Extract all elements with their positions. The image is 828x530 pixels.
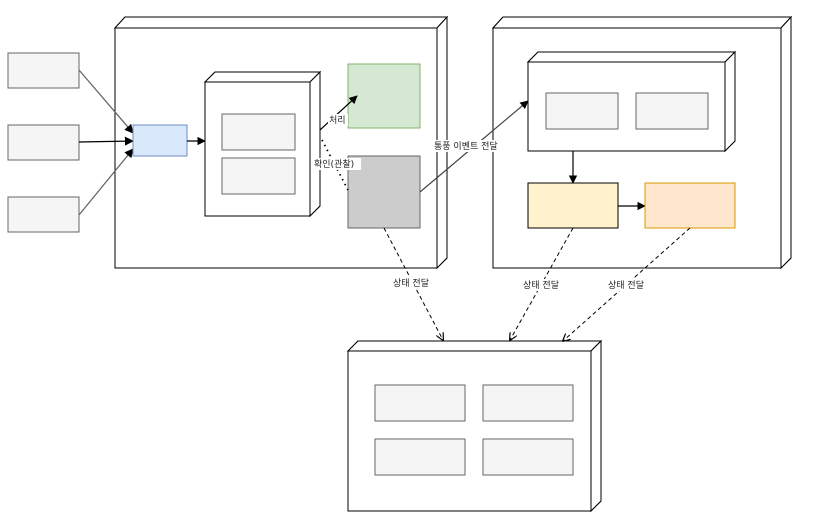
edge-input-3 <box>78 148 134 216</box>
label-state-forward-3: 상태 전달 <box>608 279 644 291</box>
inner-component-a <box>203 70 322 218</box>
label-observe: 확인(관찰) <box>314 158 354 170</box>
edge-input-1 <box>78 69 134 134</box>
input-node-1 <box>7 52 80 89</box>
container-c <box>346 339 603 513</box>
label-event-forward: 통풍 이벤트 전달 <box>434 140 498 152</box>
edge-process <box>319 95 358 131</box>
inner-item-b1 <box>545 92 619 130</box>
output-node <box>644 182 736 229</box>
label-state-forward-1: 상태 전달 <box>393 277 429 289</box>
label-state-forward-2: 상태 전달 <box>523 279 559 291</box>
gateway-node <box>132 124 188 157</box>
inner-item-b2 <box>635 92 709 130</box>
label-process: 처리 <box>329 114 346 126</box>
process-target-node <box>347 63 421 129</box>
inner-component-b <box>526 50 737 153</box>
state-item-3 <box>374 438 466 476</box>
state-item-2 <box>482 384 574 422</box>
inner-item-a1 <box>221 113 296 151</box>
state-item-4 <box>482 438 574 476</box>
edge-input-2 <box>78 136 134 146</box>
handler-node <box>527 182 619 229</box>
input-node-3 <box>7 196 80 233</box>
state-item-1 <box>374 384 466 422</box>
inner-item-a2 <box>221 157 296 195</box>
input-node-2 <box>7 124 80 161</box>
